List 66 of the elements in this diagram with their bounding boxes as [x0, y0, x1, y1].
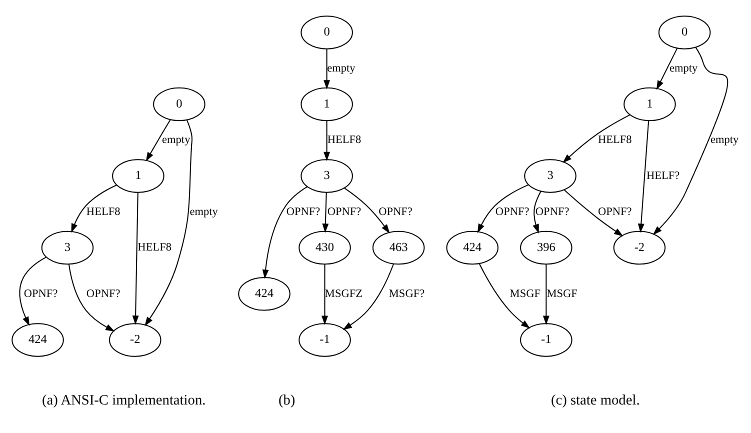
node-ellipse: 424 — [238, 276, 290, 311]
arrow — [562, 114, 630, 164]
edge-label: OPNF? — [535, 206, 570, 218]
edge-label: MSGFZ — [324, 288, 363, 300]
edge-label: HELF8 — [327, 134, 362, 146]
edge-label: OPNF? — [495, 206, 530, 218]
node-ellipse: -2 — [613, 230, 666, 265]
node-ellipse: -1 — [298, 323, 351, 357]
edge-label: OPNF? — [24, 288, 58, 300]
arrow — [144, 120, 193, 326]
edge-label: HELF? — [646, 170, 680, 182]
arrow — [479, 264, 530, 329]
arrow — [324, 49, 330, 90]
edge-label: OPNF? — [378, 206, 412, 218]
arrow — [322, 264, 328, 326]
arrow — [477, 184, 529, 234]
node-ellipse: 463 — [372, 230, 425, 265]
edge-label: empty — [327, 62, 356, 74]
node-ellipse: 0 — [153, 87, 206, 122]
node-ellipse: 430 — [298, 230, 351, 265]
node-ellipse: 396 — [520, 230, 572, 265]
node-ellipse: 3 — [41, 230, 94, 265]
arrow — [342, 264, 394, 330]
node-ellipse: 1 — [112, 159, 164, 193]
edge-label: MSGF — [510, 288, 541, 300]
edge-label: empty — [190, 206, 218, 218]
edge-label: empty — [162, 134, 190, 146]
arrow — [656, 48, 678, 90]
edge-label: empty — [669, 62, 698, 74]
arrow — [638, 120, 650, 233]
arrow — [322, 192, 329, 233]
arrow — [652, 47, 728, 236]
edge-label: HELF8 — [138, 242, 172, 254]
node-ellipse: 0 — [300, 16, 353, 50]
edge-label: MSGF — [546, 288, 578, 300]
label: (c) state model. — [550, 392, 640, 408]
label: (b) — [278, 392, 296, 408]
node-ellipse: -1 — [520, 323, 572, 357]
node-ellipse: 1 — [300, 87, 353, 122]
edge-label: HELF8 — [598, 134, 632, 146]
arrow — [542, 264, 550, 326]
arrow — [344, 188, 390, 234]
arrow — [262, 186, 308, 279]
arrow — [68, 264, 115, 332]
node-ellipse: -2 — [108, 323, 162, 357]
edge-label: empty — [710, 134, 739, 146]
arrow — [324, 120, 330, 162]
node-ellipse: 3 — [524, 159, 576, 193]
arrow — [71, 184, 117, 233]
arrow — [19, 256, 46, 326]
node-ellipse: 3 — [300, 159, 353, 193]
edge-label: OPNF? — [327, 206, 362, 218]
node-ellipse: 1 — [624, 87, 676, 122]
arrow — [564, 190, 624, 236]
node-ellipse: 0 — [658, 16, 711, 50]
arrow — [146, 120, 171, 162]
edge-label: HELF8 — [86, 206, 120, 218]
label: (a) ANSI-C implementation. — [42, 392, 206, 408]
edge-label: MSGF? — [388, 288, 425, 300]
node-ellipse: 424 — [12, 323, 64, 357]
arrow — [532, 191, 542, 234]
edge-label: OPNF? — [598, 206, 632, 218]
edge-label: OPNF? — [286, 206, 320, 218]
node-ellipse: 424 — [446, 230, 498, 265]
arrow — [132, 192, 139, 325]
edge-label: OPNF? — [86, 288, 120, 300]
